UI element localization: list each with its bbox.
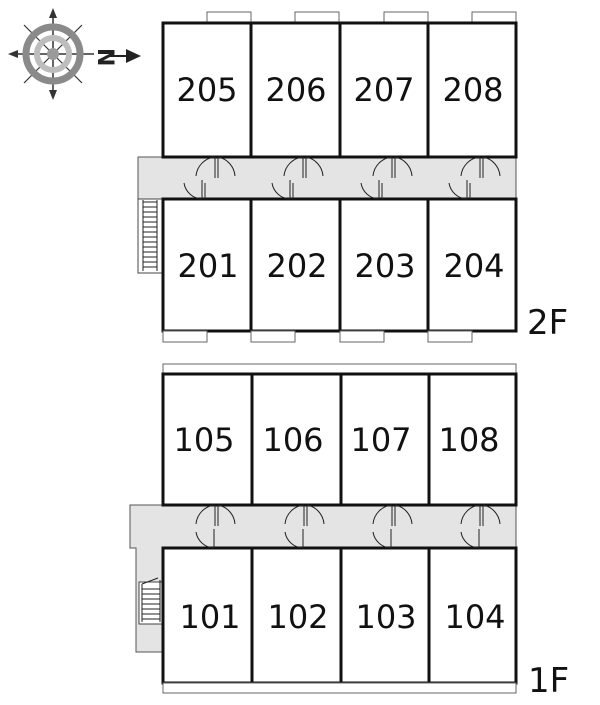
room-label: 204 xyxy=(443,247,504,285)
north-label: N xyxy=(92,48,117,66)
floor-2f: 205 206 207 208 201 202 203 204 2F xyxy=(137,11,568,343)
room-label: 203 xyxy=(354,247,415,285)
stairs-1f xyxy=(138,577,164,625)
room-label: 101 xyxy=(179,598,240,636)
room-204 xyxy=(426,197,518,333)
compass-icon: N xyxy=(8,8,141,100)
room-103 xyxy=(339,546,431,685)
room-105 xyxy=(161,372,254,507)
room-label: 108 xyxy=(438,421,499,459)
corridor-2f xyxy=(137,156,517,200)
doors-1f xyxy=(195,504,501,549)
room-label: 103 xyxy=(355,598,416,636)
room-label: 207 xyxy=(353,71,414,109)
floor-label-1f: 1F xyxy=(528,661,569,701)
room-label: 107 xyxy=(350,421,411,459)
room-label: 106 xyxy=(262,421,323,459)
room-102 xyxy=(250,546,343,685)
room-108 xyxy=(427,372,518,507)
room-202 xyxy=(249,197,342,333)
room-203 xyxy=(338,197,430,333)
room-104 xyxy=(427,546,518,685)
floor-1f: 105 106 107 108 101 102 103 104 1F xyxy=(129,363,569,701)
room-label: 206 xyxy=(265,71,326,109)
room-label: 202 xyxy=(266,247,327,285)
room-label: 104 xyxy=(444,598,505,636)
room-label: 205 xyxy=(176,71,237,109)
doors-2f xyxy=(183,156,501,200)
room-label: 102 xyxy=(267,598,328,636)
floor-label-2f: 2F xyxy=(527,303,568,343)
room-107 xyxy=(339,372,431,507)
stairs-2f xyxy=(137,198,163,274)
room-label: 201 xyxy=(177,247,238,285)
room-label: 208 xyxy=(442,71,503,109)
room-208 xyxy=(426,21,518,159)
room-label: 105 xyxy=(173,421,234,459)
